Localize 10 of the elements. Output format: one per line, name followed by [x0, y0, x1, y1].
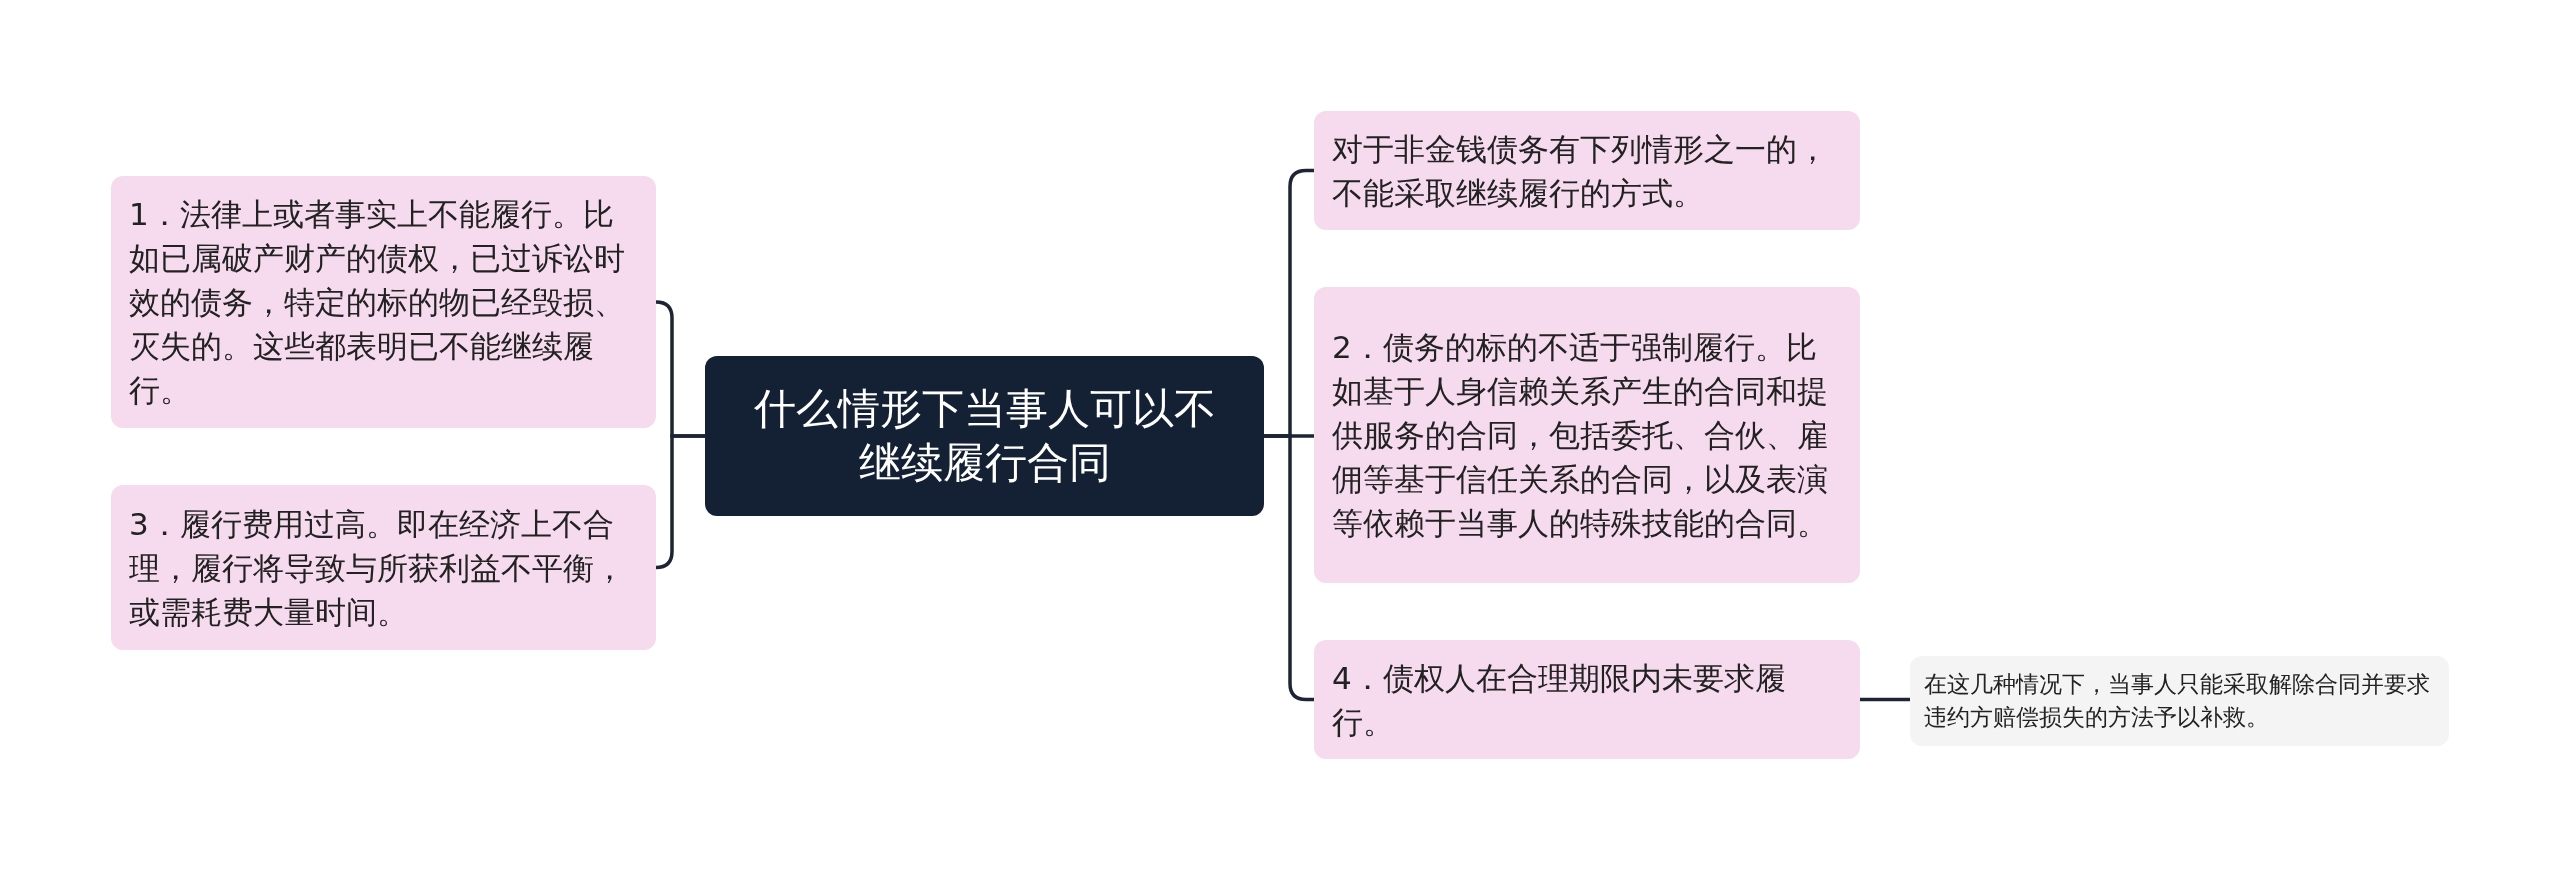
branch-box: 3．履行费用过高。即在经济上不合理，履行将导致与所获利益不平衡，或需耗费大量时间。 [111, 485, 656, 650]
note-box: 在这几种情况下，当事人只能采取解除合同并要求违约方赔偿损失的方法予以补救。 [1910, 656, 2449, 746]
branch-box: 对于非金钱债务有下列情形之一的，不能采取继续履行的方式。 [1314, 111, 1860, 230]
branch-box: 4．债权人在合理期限内未要求履行。 [1314, 640, 1860, 759]
connector-line [654, 434, 705, 570]
connector-line [1860, 697, 1910, 702]
connector-line [1264, 434, 1314, 702]
branch-box: 1．法律上或者事实上不能履行。比如已属破产财产的债权，已过诉讼时效的债务，特定的标的物已经毁损、灭失的。这些都表明已不能继续履行。 [111, 176, 656, 428]
branch-box: 2．债务的标的不适于强制履行。比如基于人身信赖关系产生的合同和提供服务的合同，包括委托、合伙、雇佣等基于信任关系的合同，以及表演等依赖于当事人的特殊技能的合同。 [1314, 287, 1860, 583]
topic-box: 什么情形下当事人可以不继续履行合同 [705, 356, 1264, 516]
